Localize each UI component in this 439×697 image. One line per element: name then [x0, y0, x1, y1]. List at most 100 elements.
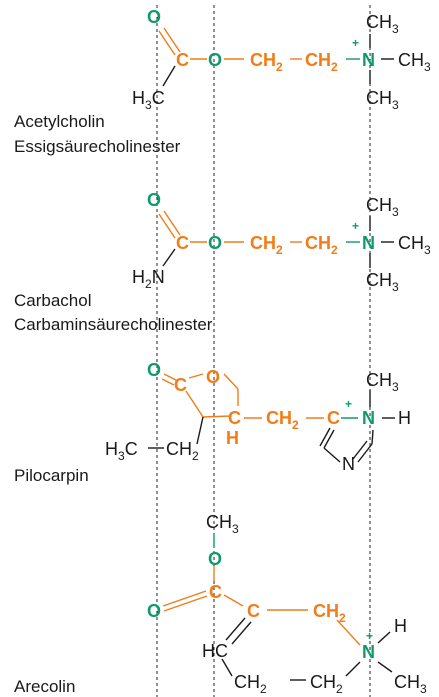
- atom-label: CH3: [366, 370, 399, 394]
- atom-label: 3: [232, 522, 239, 536]
- atom-label: CH: [266, 408, 292, 428]
- atom-label: CH2: [313, 601, 346, 625]
- atom-o-ring: O: [206, 367, 220, 387]
- atom-label: CH: [313, 601, 339, 621]
- atom-c-carbonyl: C: [176, 233, 189, 253]
- atom-o-ester: O: [208, 50, 222, 70]
- atom-label: CH: [366, 370, 392, 390]
- label-carbachol: Carbachol: [14, 291, 92, 310]
- atom-o-carbonyl: O: [147, 190, 161, 210]
- atom-label: CH3: [206, 512, 239, 536]
- label-arecolin: Arecolin: [14, 677, 75, 696]
- atom-label: CH3: [398, 50, 431, 74]
- bond-line: [162, 65, 176, 87]
- atom-label: H: [105, 439, 118, 459]
- bond-line: [163, 27, 181, 53]
- atom-label: CH: [398, 50, 424, 70]
- atom-label: CH2: [310, 672, 343, 696]
- charge-plus: +: [345, 397, 352, 411]
- atom-n-ring: N: [342, 454, 355, 474]
- atom-label: CH2: [166, 439, 199, 463]
- bond-line: [163, 210, 181, 236]
- bond-line: [371, 429, 374, 445]
- bond-line: [163, 595, 208, 612]
- atom-label: CH: [366, 12, 392, 32]
- atom-o-carbonyl: O: [147, 601, 161, 621]
- atom-label: CH3: [398, 233, 431, 257]
- atom-h-ring: H: [226, 428, 239, 448]
- atom-n-imidazole: N: [362, 408, 375, 428]
- atom-label: CH2: [234, 672, 267, 696]
- bond-line: [225, 617, 246, 641]
- structure-carbachol: O C O CH2 CH2 + N CH3 CH3 CH3 H2N Carbac…: [14, 190, 431, 334]
- bond-line: [202, 415, 232, 418]
- atom-label: CH: [305, 233, 331, 253]
- atom-label: 2: [339, 611, 346, 625]
- atom-label: C: [152, 88, 165, 108]
- atom-label: 2: [145, 277, 152, 291]
- atom-label: CH: [234, 672, 260, 692]
- atom-label: CH3: [394, 672, 427, 696]
- bond-line: [221, 658, 233, 677]
- group-ch2: CH: [250, 50, 276, 70]
- bond-line: [319, 427, 331, 447]
- bond-line: [163, 373, 177, 381]
- atom-label: 3: [118, 449, 125, 463]
- bond-line: [162, 248, 176, 267]
- bond-line: [188, 373, 204, 379]
- atom-label: 3: [392, 98, 399, 112]
- atom-label: 2: [192, 449, 199, 463]
- atom-label: CH3: [366, 270, 399, 294]
- bond-line: [158, 213, 176, 239]
- atom-label: 3: [392, 22, 399, 36]
- bond-line: [357, 443, 373, 463]
- atom-o-ether: O: [208, 549, 222, 569]
- atom-o-carbonyl: O: [147, 360, 161, 380]
- atom-label: 2: [331, 60, 338, 74]
- atom-label: H3C: [105, 439, 138, 463]
- atom-label: 2: [331, 243, 338, 257]
- bond-line: [223, 594, 244, 607]
- atom-label: 2: [336, 682, 343, 696]
- atom-c-ring: C: [247, 601, 260, 621]
- atom-n-ring: N: [362, 642, 375, 662]
- atom-label: CH2: [250, 50, 283, 74]
- atom-label: N: [152, 267, 165, 287]
- bond-line: [185, 390, 204, 418]
- bond-line: [352, 440, 368, 460]
- atom-label: CH: [366, 88, 392, 108]
- atom-n-ammonium: N: [362, 233, 375, 253]
- alignment-guides: [156, 5, 371, 697]
- bond-line: [196, 416, 204, 445]
- structure-acetylcholin: O C O CH2 CH2 + N CH3 CH3 CH3 H3C Acetyl…: [14, 7, 431, 156]
- bond-line: [323, 447, 341, 463]
- label-acetylcholin-sub: Essigsäurecholinester: [14, 137, 181, 156]
- bond-line: [323, 429, 335, 449]
- bond-line: [345, 661, 361, 677]
- atom-label: CH3: [366, 88, 399, 112]
- bond-line: [336, 619, 361, 646]
- bond-line: [162, 590, 207, 607]
- atom-o-carbonyl: O: [147, 7, 161, 27]
- atom-c-carbonyl: C: [174, 375, 187, 395]
- atom-c-carbonyl: C: [209, 582, 222, 602]
- atom-label: CH: [398, 233, 424, 253]
- bond-line: [377, 661, 393, 673]
- group-ch2: CH: [305, 50, 331, 70]
- atom-hc-ring: HC: [202, 641, 228, 661]
- atom-label: CH: [206, 512, 232, 532]
- bond-line: [377, 631, 391, 644]
- atom-label: CH: [310, 672, 336, 692]
- charge-plus: +: [352, 36, 359, 50]
- atom-label: CH2: [250, 233, 283, 257]
- atom-label: 2: [276, 243, 283, 257]
- atom-label: 3: [145, 98, 152, 112]
- atom-label: H: [132, 88, 145, 108]
- atom-label: CH2: [305, 50, 338, 74]
- atom-label: 2: [276, 60, 283, 74]
- atom-label: CH: [394, 672, 420, 692]
- atom-label: 2: [292, 418, 299, 432]
- atom-label: CH3: [366, 12, 399, 36]
- atom-label: CH2: [266, 408, 299, 432]
